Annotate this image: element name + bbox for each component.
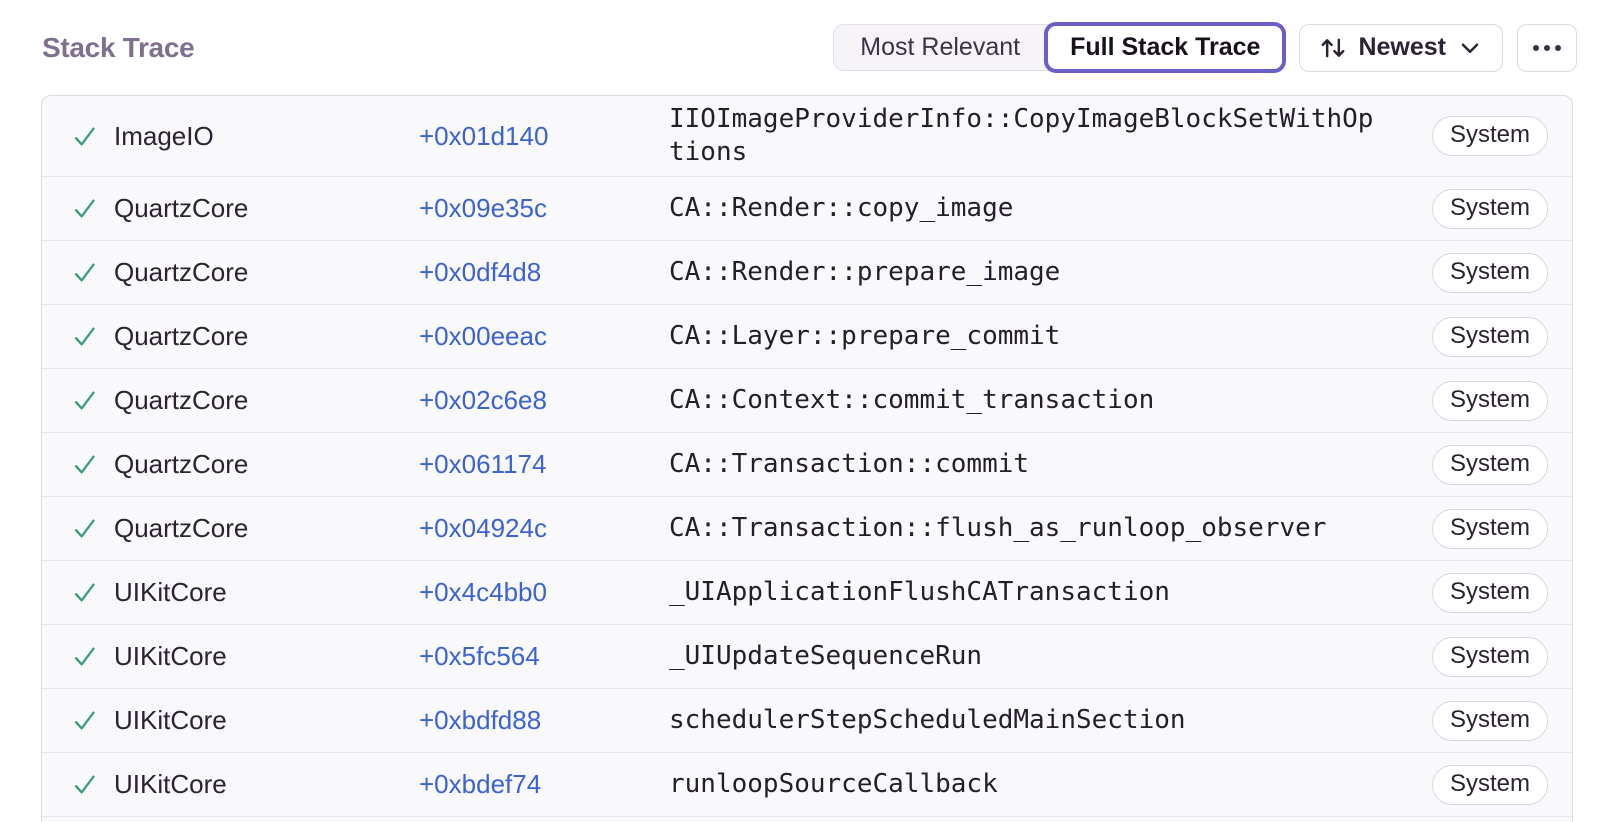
function-name: IIOImageProviderInfo::CopyImageBlockSetW…: [669, 104, 1374, 167]
module-label: QuartzCore: [114, 193, 249, 223]
stack-trace-table: ImageIO +0x01d140 IIOImageProviderInfo::…: [41, 95, 1573, 822]
stack-trace-header: Stack Trace Most Relevant Full Stack Tra…: [0, 0, 1614, 95]
ellipsis-icon: [1533, 44, 1539, 51]
full-stack-trace-button[interactable]: Full Stack Trace: [1044, 22, 1287, 73]
module-label: QuartzCore: [114, 321, 249, 351]
frame-row[interactable]: UIKitCore +0xbdef74 runloopSourceCallbac…: [42, 752, 1572, 816]
system-badge: System: [1431, 636, 1548, 677]
checkmark-icon: [71, 771, 114, 798]
function-name: schedulerStepScheduledMainSection: [669, 705, 1186, 735]
address-link[interactable]: +0x09e35c: [419, 193, 547, 223]
address-link[interactable]: +0x061174: [419, 449, 547, 479]
address-link[interactable]: +0x4c4bb0: [419, 577, 547, 607]
frame-row[interactable]: UIKitCore +0xbdfd88 schedulerStepSchedul…: [42, 688, 1572, 752]
function-name: CA::Layer::prepare_commit: [669, 321, 1061, 351]
most-relevant-button[interactable]: Most Relevant: [834, 25, 1046, 70]
system-badge: System: [1431, 380, 1548, 421]
view-toggle: Most Relevant Full Stack Trace: [833, 22, 1287, 73]
address-link[interactable]: +0xbdef74: [419, 769, 542, 799]
frame-row[interactable]: QuartzCore +0x0df4d8 CA::Render::prepare…: [42, 240, 1572, 304]
address-link[interactable]: +0x0df4d8: [419, 257, 542, 287]
address-link[interactable]: +0x02c6e8: [419, 385, 547, 415]
function-name: CA::Context::commit_transaction: [669, 385, 1155, 415]
module-label: ImageIO: [114, 120, 214, 151]
system-badge: System: [1431, 700, 1548, 741]
frame-row-partial: [42, 816, 1572, 822]
module-label: UIKitCore: [114, 705, 227, 735]
module-label: QuartzCore: [114, 257, 249, 287]
chevron-down-icon: [1457, 35, 1483, 61]
checkmark-icon: [71, 259, 114, 286]
sort-arrows-icon: [1319, 34, 1347, 62]
module-label: UIKitCore: [114, 577, 227, 607]
checkmark-icon: [71, 387, 114, 414]
frame-row[interactable]: UIKitCore +0x4c4bb0 _UIApplicationFlushC…: [42, 560, 1572, 624]
system-badge: System: [1431, 572, 1548, 613]
frame-row[interactable]: ImageIO +0x01d140 IIOImageProviderInfo::…: [42, 96, 1572, 176]
function-name: CA::Render::copy_image: [669, 193, 1014, 223]
checkmark-icon: [71, 579, 114, 606]
address-link[interactable]: +0x5fc564: [419, 641, 540, 671]
function-name: CA::Render::prepare_image: [669, 257, 1061, 287]
address-link[interactable]: +0xbdfd88: [419, 705, 542, 735]
module-label: UIKitCore: [114, 769, 227, 799]
system-badge: System: [1431, 116, 1548, 156]
system-badge: System: [1431, 764, 1548, 805]
checkmark-icon: [71, 643, 114, 670]
module-label: QuartzCore: [114, 449, 249, 479]
system-badge: System: [1431, 188, 1548, 229]
frame-row[interactable]: QuartzCore +0x00eeac CA::Layer::prepare_…: [42, 304, 1572, 368]
address-link[interactable]: +0x01d140: [419, 120, 549, 151]
frame-row[interactable]: QuartzCore +0x02c6e8 CA::Context::commit…: [42, 368, 1572, 432]
toolbar: Most Relevant Full Stack Trace Newest: [833, 22, 1577, 73]
module-label: UIKitCore: [114, 641, 227, 671]
stack-trace-table-body: ImageIO +0x01d140 IIOImageProviderInfo::…: [42, 96, 1572, 816]
checkmark-icon: [71, 195, 114, 222]
sort-order-label: Newest: [1358, 33, 1446, 61]
function-name: _UIUpdateSequenceRun: [669, 641, 983, 671]
function-name: runloopSourceCallback: [669, 769, 998, 799]
function-name: CA::Transaction::commit: [669, 449, 1030, 479]
checkmark-icon: [71, 515, 114, 542]
checkmark-icon: [71, 707, 114, 734]
address-link[interactable]: +0x04924c: [419, 513, 547, 543]
more-options-button[interactable]: [1517, 23, 1577, 72]
function-name: CA::Transaction::flush_as_runloop_observ…: [669, 513, 1327, 543]
system-badge: System: [1431, 508, 1548, 549]
function-name: _UIApplicationFlushCATransaction: [669, 577, 1170, 607]
address-link[interactable]: +0x00eeac: [419, 321, 547, 351]
module-label: QuartzCore: [114, 513, 249, 543]
page-title: Stack Trace: [42, 31, 195, 63]
frame-row[interactable]: UIKitCore +0x5fc564 _UIUpdateSequenceRun…: [42, 624, 1572, 688]
frame-row[interactable]: QuartzCore +0x09e35c CA::Render::copy_im…: [42, 176, 1572, 240]
checkmark-icon: [71, 451, 114, 478]
frame-row[interactable]: QuartzCore +0x061174 CA::Transaction::co…: [42, 432, 1572, 496]
sort-order-button[interactable]: Newest: [1299, 23, 1503, 72]
frame-row[interactable]: QuartzCore +0x04924c CA::Transaction::fl…: [42, 496, 1572, 560]
checkmark-icon: [71, 123, 114, 150]
module-label: QuartzCore: [114, 385, 249, 415]
system-badge: System: [1431, 252, 1548, 293]
system-badge: System: [1431, 444, 1548, 485]
checkmark-icon: [71, 323, 114, 350]
system-badge: System: [1431, 316, 1548, 357]
